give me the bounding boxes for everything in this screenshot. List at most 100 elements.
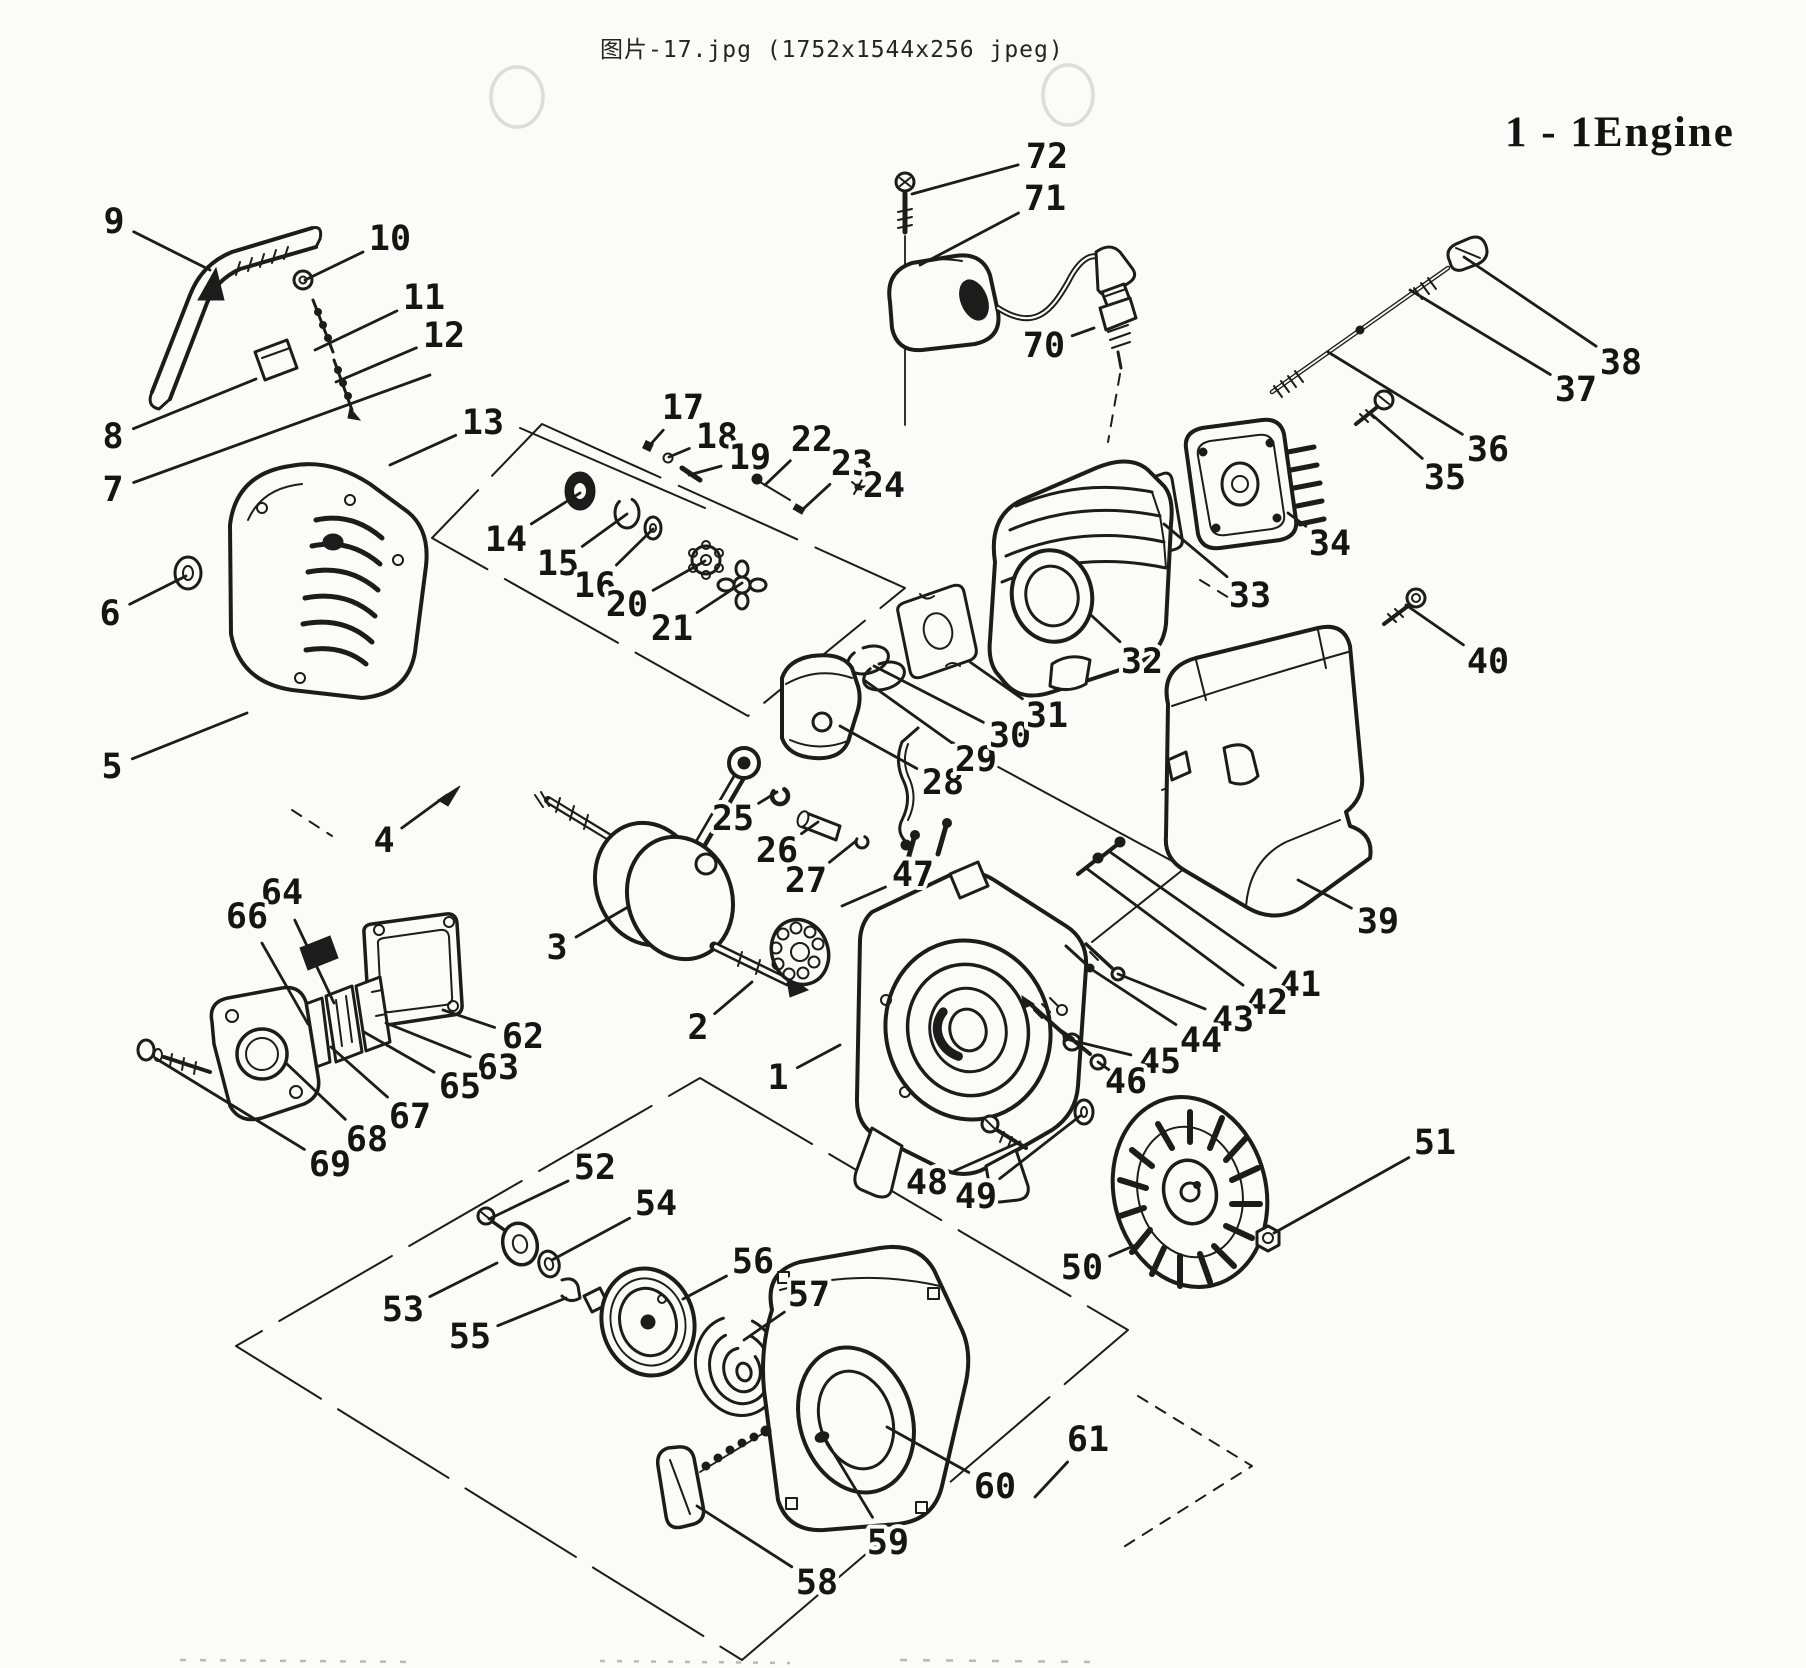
part-number-46: 46 (1105, 1062, 1147, 1102)
leader-line-69 (153, 1056, 306, 1151)
leader-line-23 (799, 482, 832, 513)
part-number-57: 57 (788, 1275, 830, 1315)
part-number-15: 15 (537, 544, 579, 584)
part-number-25: 25 (712, 799, 754, 839)
cylinder (896, 459, 1174, 698)
part-number-52: 52 (574, 1148, 616, 1188)
part-number-32: 32 (1121, 642, 1163, 682)
part-number-56: 56 (732, 1242, 774, 1282)
part-number-20: 20 (606, 585, 648, 625)
part-number-67: 67 (389, 1097, 431, 1137)
ignition-coil-assembly (887, 171, 1138, 443)
leader-line-70 (1070, 326, 1096, 338)
part-number-39: 39 (1357, 902, 1399, 942)
part-number-61: 61 (1067, 1420, 1109, 1460)
leader-line-5 (130, 711, 249, 761)
part-number-71: 71 (1024, 179, 1066, 219)
image-viewer-caption: 图片-17.jpg (1752x1544x256 jpeg) (600, 37, 1064, 63)
part-number-1: 1 (767, 1058, 788, 1098)
leader-line-53 (428, 1261, 499, 1298)
part-number-3: 3 (546, 928, 567, 968)
leader-line-10 (303, 250, 365, 282)
leader-line-64 (293, 918, 336, 1005)
part-number-21: 21 (651, 609, 693, 649)
leader-line-67 (329, 1045, 389, 1099)
leader-line-1 (796, 1043, 842, 1070)
part-number-68: 68 (346, 1120, 388, 1160)
leader-line-20 (651, 559, 707, 592)
leader-line-50 (1108, 1242, 1140, 1258)
part-number-35: 35 (1424, 458, 1466, 498)
part-number-30: 30 (989, 716, 1031, 756)
scan-noise (179, 1658, 1091, 1665)
figure-title: 1 - 1Engine (1505, 109, 1735, 156)
leader-line-60 (885, 1425, 971, 1474)
leader-line-66 (260, 941, 310, 1026)
leader-line-48 (953, 1140, 1022, 1173)
part-number-63: 63 (477, 1048, 519, 1088)
part-number-69: 69 (309, 1145, 351, 1185)
leader-line-36 (1326, 350, 1464, 436)
leader-line-62 (441, 1008, 497, 1029)
leader-line-3 (574, 905, 630, 939)
part-number-24: 24 (863, 466, 905, 506)
leader-line-40 (1404, 603, 1465, 647)
leader-line-44 (1086, 965, 1178, 1026)
leader-line-43 (1116, 972, 1207, 1011)
starter-group (476, 1206, 971, 1533)
leader-line-12 (334, 346, 418, 384)
part-number-62: 62 (502, 1017, 544, 1057)
part-number-45: 45 (1139, 1042, 1181, 1082)
part-number-14: 14 (485, 520, 527, 560)
leader-line-41 (1108, 850, 1277, 970)
leader-line-32 (1090, 614, 1122, 644)
part-number-13: 13 (462, 403, 504, 443)
leader-line-47 (840, 885, 887, 908)
part-number-19: 19 (729, 438, 771, 478)
part-number-6: 6 (99, 594, 120, 634)
leader-line-31 (968, 660, 1024, 701)
part-number-40: 40 (1467, 642, 1509, 682)
leader-line-55 (496, 1296, 568, 1328)
part-number-11: 11 (403, 278, 445, 318)
leader-line-65 (362, 1030, 436, 1074)
fan-cover (173, 462, 429, 700)
part-number-49: 49 (955, 1177, 997, 1217)
part-number-72: 72 (1026, 137, 1068, 177)
leader-line-8 (131, 377, 258, 431)
leader-line-63 (384, 1021, 472, 1059)
leader-line-57 (742, 1310, 786, 1342)
leader-line-21 (695, 581, 744, 614)
shaft-parts (519, 427, 865, 611)
leader-line-19 (687, 464, 723, 477)
leader-line-38 (1462, 255, 1598, 348)
part-number-7: 7 (102, 470, 123, 510)
part-number-64: 64 (261, 873, 303, 913)
group-outlines (235, 423, 1353, 1661)
part-number-54: 54 (635, 1184, 677, 1224)
leader-line-30 (872, 664, 985, 724)
part-number-31: 31 (1026, 696, 1068, 736)
leader-line-34 (1286, 511, 1308, 528)
part-number-26: 26 (756, 831, 798, 871)
part-number-22: 22 (791, 420, 833, 460)
part-number-38: 38 (1600, 343, 1642, 383)
part-number-17: 17 (662, 388, 704, 428)
leader-line-37 (1408, 288, 1552, 376)
leader-line-26 (800, 820, 820, 836)
leader-line-72 (910, 163, 1020, 196)
part-number-66: 66 (226, 897, 268, 937)
leader-line-68 (285, 1062, 347, 1121)
leader-line-61 (1033, 1460, 1069, 1499)
leader-line-56 (681, 1274, 728, 1301)
leader-line-16 (615, 527, 655, 567)
leader-line-9 (132, 230, 212, 272)
leader-line-25 (757, 790, 779, 805)
leader-line-35 (1368, 411, 1424, 460)
part-number-27: 27 (785, 861, 827, 901)
part-number-8: 8 (102, 417, 123, 457)
part-number-37: 37 (1555, 370, 1597, 410)
leader-line-28 (838, 724, 919, 770)
part-number-23: 23 (831, 444, 873, 484)
